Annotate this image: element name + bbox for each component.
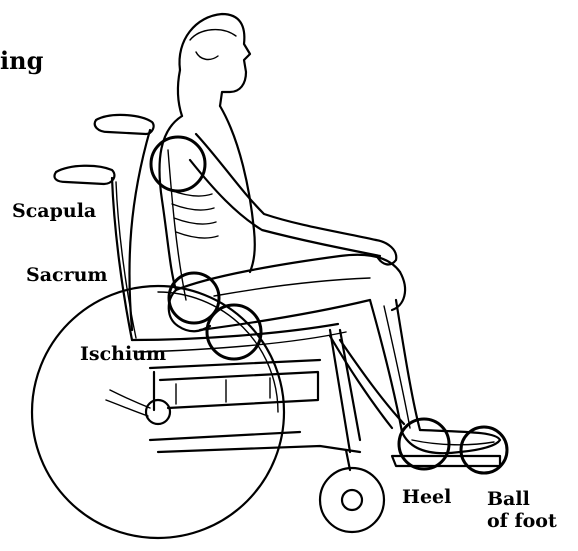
label-sacrum: Sacrum — [26, 264, 108, 286]
ischium-ring — [207, 305, 261, 359]
pressure-point-markers — [151, 137, 507, 473]
label-heel: Heel — [402, 486, 451, 508]
wheelchair — [32, 115, 500, 538]
label-ball-of-foot: Ball of foot — [487, 488, 557, 532]
label-ischium: Ischium — [80, 343, 166, 365]
label-ball-line2: of foot — [487, 510, 557, 532]
label-scapula: Scapula — [12, 200, 96, 222]
title-fragment: ing — [0, 50, 43, 72]
seated-figure — [159, 14, 500, 453]
label-ball-line1: Ball — [487, 488, 557, 510]
